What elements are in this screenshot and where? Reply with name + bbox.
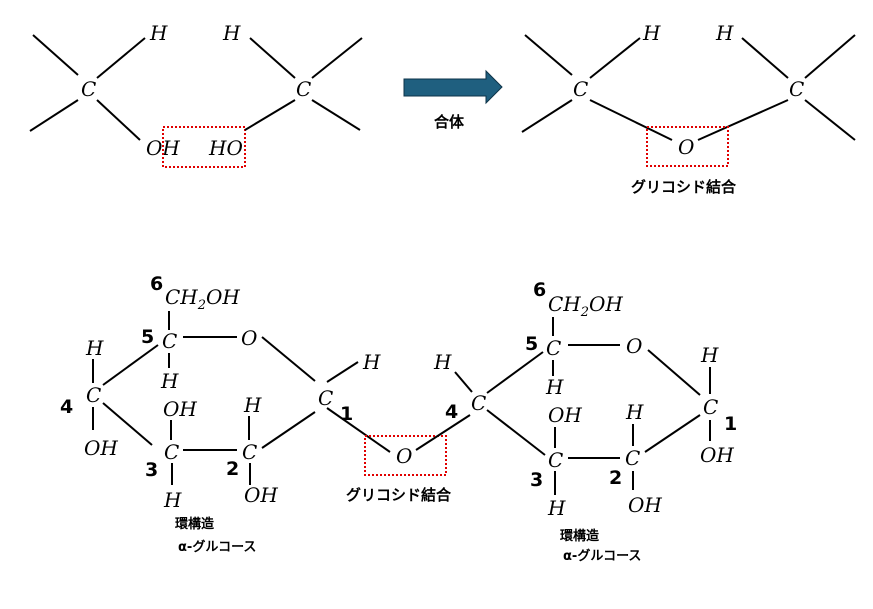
oxygen-atom: O bbox=[678, 135, 694, 159]
carbon-atom: C bbox=[546, 336, 561, 360]
carbon-number: 6 bbox=[533, 279, 546, 301]
hydrogen-atom: H bbox=[433, 350, 452, 374]
oxygen-atom: O bbox=[396, 444, 412, 468]
ring-oxygen: O bbox=[626, 334, 642, 358]
ring-oxygen: O bbox=[241, 326, 257, 350]
glycosidic-bond-label: グリコシド結合 bbox=[346, 486, 452, 504]
carbon-number: 5 bbox=[141, 326, 154, 348]
hydroxyl-group: OH bbox=[700, 443, 734, 467]
carbon-atom: C bbox=[164, 440, 179, 464]
glycosidic-highlight-box bbox=[364, 435, 447, 476]
hydroxyl-group: OH bbox=[628, 493, 662, 517]
carbon-number: 2 bbox=[609, 467, 622, 489]
hydrogen-atom: H bbox=[547, 496, 566, 520]
carbon-number: 1 bbox=[724, 413, 737, 435]
carbon-atom: C bbox=[86, 383, 101, 407]
hydroxyl-group: OH bbox=[548, 403, 582, 427]
product-molecule: C H H C O グリコシド結合 bbox=[521, 21, 856, 196]
carbon-atom: C bbox=[548, 448, 563, 472]
hydroxyl-group: HO bbox=[208, 136, 243, 160]
carbon-atom: C bbox=[703, 395, 718, 419]
carbon-atom: C bbox=[471, 391, 486, 415]
carbon-atom: C bbox=[318, 386, 333, 410]
hydroxyl-group: OH bbox=[163, 397, 197, 421]
hydroxyl-group: OH bbox=[244, 483, 278, 507]
carbon-atom: C bbox=[162, 329, 177, 353]
carbon-number: 2 bbox=[226, 458, 239, 480]
carbon-number: 5 bbox=[525, 333, 538, 355]
hydrogen-atom: H bbox=[642, 21, 661, 45]
carbon-atom: C bbox=[296, 77, 311, 101]
ring-structure-label: 環構造 bbox=[560, 528, 600, 544]
right-glucose-ring: 6 CH2OH 5 C O H C 1 OH H 4 C H OH C 3 H … bbox=[433, 279, 737, 564]
hydrogen-atom: H bbox=[163, 488, 182, 512]
glycosidic-bond-label: グリコシド結合 bbox=[631, 178, 737, 196]
ch2oh-group: CH2OH bbox=[548, 292, 623, 320]
hydrogen-atom: H bbox=[85, 336, 104, 360]
hydrogen-atom: H bbox=[149, 21, 168, 45]
carbon-atom: C bbox=[625, 446, 640, 470]
hydrogen-atom: H bbox=[715, 21, 734, 45]
dehydration-highlight-box bbox=[162, 126, 246, 168]
carbon-atom: C bbox=[242, 440, 257, 464]
reactant-molecules: C H OH HO H C bbox=[29, 21, 363, 168]
carbon-atom: C bbox=[789, 77, 804, 101]
hydrogen-atom: H bbox=[700, 343, 719, 367]
hydroxyl-group: OH bbox=[84, 436, 118, 460]
carbon-atom: C bbox=[573, 77, 588, 101]
ring-structure-label: 環構造 bbox=[175, 516, 215, 532]
hydrogen-atom: H bbox=[160, 369, 179, 393]
hydrogen-atom: H bbox=[362, 350, 381, 374]
alpha-glucose-label: α-グルコース bbox=[178, 539, 256, 555]
arrow-label: 合体 bbox=[433, 113, 465, 131]
ch2oh-group: CH2OH bbox=[165, 285, 240, 313]
hydrogen-atom: H bbox=[545, 375, 564, 399]
bottom-glycosidic-bond: O グリコシド結合 bbox=[326, 407, 471, 504]
glycosidic-highlight-box bbox=[646, 126, 729, 167]
carbon-atom: C bbox=[81, 77, 96, 101]
hydrogen-atom: H bbox=[222, 21, 241, 45]
hydrogen-atom: H bbox=[625, 400, 644, 424]
carbon-number: 4 bbox=[445, 401, 458, 423]
hydroxyl-group: OH bbox=[146, 136, 180, 160]
left-glucose-ring: 6 CH2OH 5 C O C 1 H H 4 C H OH OH C 3 H … bbox=[60, 273, 381, 555]
carbon-number: 3 bbox=[145, 459, 158, 481]
arrow-right-icon bbox=[403, 69, 503, 105]
carbon-number: 4 bbox=[60, 396, 73, 418]
carbon-number: 6 bbox=[150, 273, 163, 295]
reaction-arrow: 合体 bbox=[403, 69, 503, 131]
carbon-number: 3 bbox=[530, 469, 543, 491]
hydrogen-atom: H bbox=[243, 393, 262, 417]
alpha-glucose-label: α-グルコース bbox=[563, 548, 641, 564]
